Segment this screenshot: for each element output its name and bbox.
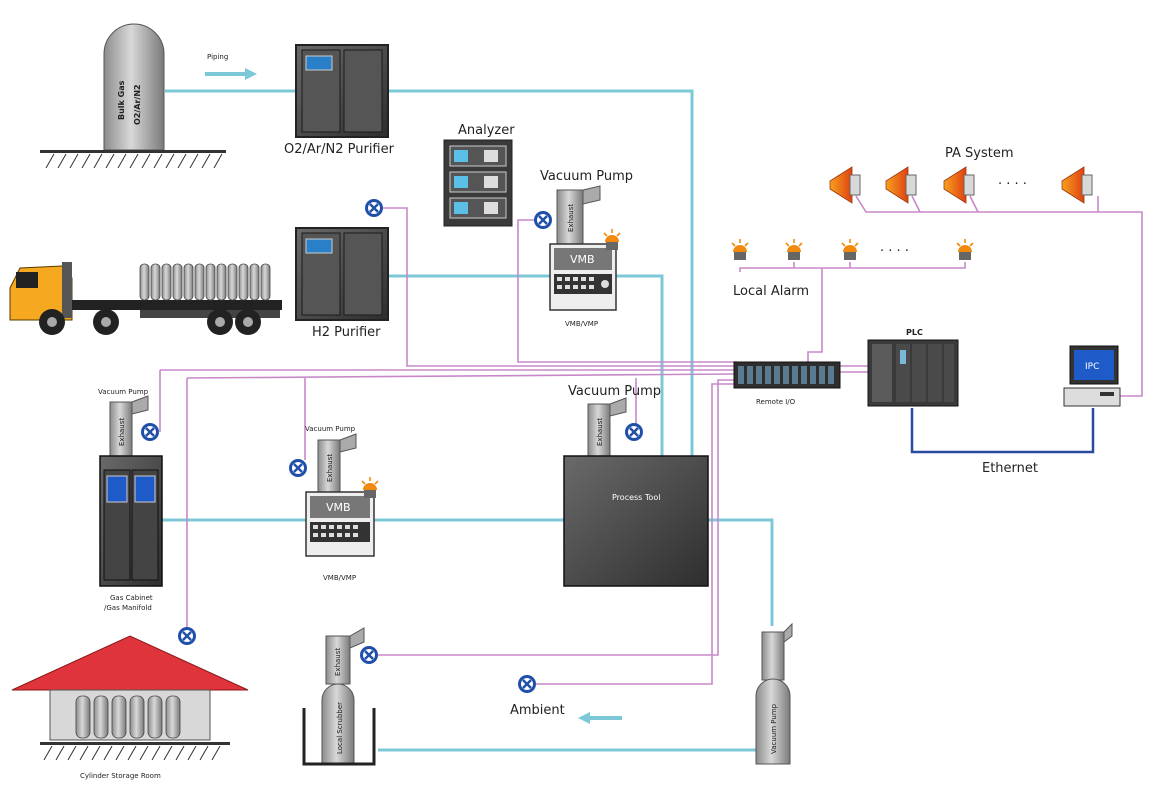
speaker-icon [1061, 166, 1093, 204]
alarm-beacon-icon [785, 238, 803, 261]
ipc-label: IPC [1085, 362, 1099, 372]
h2-purifier [295, 227, 389, 321]
vacuum-pump-mid-label: Vacuum Pump [305, 425, 356, 433]
bulk-gas-label: Bulk Gas [117, 80, 126, 120]
h2-purifier-label: H2 Purifier [312, 325, 381, 340]
vacuum-pump-left-label: Vacuum Pump [98, 388, 149, 396]
gas-sensor-icon [516, 673, 538, 695]
bulk-gas-tank: Bulk Gas O2/Ar/N2 [40, 23, 226, 169]
plc-rack [867, 339, 959, 407]
alarm-dots: · · · · [880, 244, 909, 259]
svg-text:Exhaust: Exhaust [326, 454, 334, 482]
gas-sensor-icon [139, 421, 161, 443]
svg-text:Exhaust: Exhaust [334, 648, 342, 676]
top-vmb-label: VMB [570, 253, 595, 266]
plc-label: PLC [906, 328, 923, 337]
svg-text:Vacuum Pump: Vacuum Pump [770, 703, 778, 754]
gas-sensor-icon [532, 209, 554, 231]
gas-sensor-icon [623, 421, 645, 443]
vacuum-pump-process-label: Vacuum Pump [568, 384, 661, 399]
alarm-beacon-icon [956, 238, 974, 261]
piping-label: Piping [207, 53, 228, 61]
gas-sensor-icon [363, 197, 385, 219]
left-exhaust-duct: Exhaust [109, 395, 149, 457]
mid-vmb-alarm-icon [361, 476, 379, 499]
top-exhaust-duct: Exhaust [556, 185, 601, 245]
speaker-icon [829, 166, 861, 204]
top-vmb-box [549, 243, 617, 311]
alarm-beacon-icon [841, 238, 859, 261]
o2-ar-n2-purifier-label: O2/Ar/N2 Purifier [284, 142, 395, 157]
remote-io-module [733, 361, 841, 389]
remote-io-label: Remote I/O [756, 398, 796, 406]
ambient-label: Ambient [510, 703, 565, 718]
speaker-icon [885, 166, 917, 204]
alarm-beacon-icon [731, 238, 749, 261]
vacuum-pump-top-label: Vacuum Pump [540, 169, 633, 184]
ambient-arrow [578, 712, 622, 724]
ethernet-label: Ethernet [982, 461, 1038, 476]
pa-system-label: PA System [945, 146, 1014, 161]
cylinder-storage-label: Cylinder Storage Room [80, 772, 161, 780]
process-exhaust-duct: Exhaust [587, 397, 627, 457]
ipc-computer [1063, 345, 1121, 407]
analyzer-rack [443, 139, 513, 227]
gas-sensor-icon [176, 625, 198, 647]
top-vmb-vmp-label: VMB/VMP [565, 320, 598, 328]
local-alarm-label: Local Alarm [733, 284, 809, 299]
gas-sensor-icon [287, 457, 309, 479]
cylinder-storage-room [11, 635, 249, 761]
process-tool-box [563, 455, 709, 587]
signal-lines [159, 195, 1143, 685]
ethernet-line [910, 408, 1095, 454]
piping-arrow [205, 68, 257, 80]
vacuum-pump-cylinder: Vacuum Pump [755, 622, 793, 765]
pa-dots: · · · · [998, 177, 1027, 192]
bulk-gas-types-label: O2/Ar/N2 [133, 84, 142, 125]
mid-vmb-vmp-label: VMB/VMP [323, 574, 356, 582]
process-tool-label: Process Tool [612, 493, 660, 502]
gas-sensor-icon [358, 644, 380, 666]
mid-exhaust-duct: Exhaust [317, 433, 357, 493]
analyzer-label: Analyzer [458, 123, 515, 138]
svg-text:Exhaust: Exhaust [118, 418, 126, 446]
top-vmb-alarm-icon [603, 228, 621, 251]
gas-cabinet [99, 455, 163, 587]
svg-text:Local Scrubber: Local Scrubber [336, 702, 344, 754]
svg-text:Exhaust: Exhaust [567, 204, 575, 232]
gas-trailer-truck [9, 262, 282, 335]
o2-ar-n2-purifier [295, 44, 389, 138]
mid-vmb-label: VMB [326, 501, 351, 514]
gas-cabinet-label-1: Gas Cabinet [110, 594, 153, 602]
mid-vmb-box [305, 491, 375, 557]
gas-cabinet-label-2: /Gas Manifold [104, 604, 152, 612]
speaker-icon [943, 166, 975, 204]
svg-text:Exhaust: Exhaust [596, 418, 604, 446]
local-scrubber: Exhaust Local Scrubber [302, 627, 376, 766]
gas-lines [162, 89, 774, 752]
